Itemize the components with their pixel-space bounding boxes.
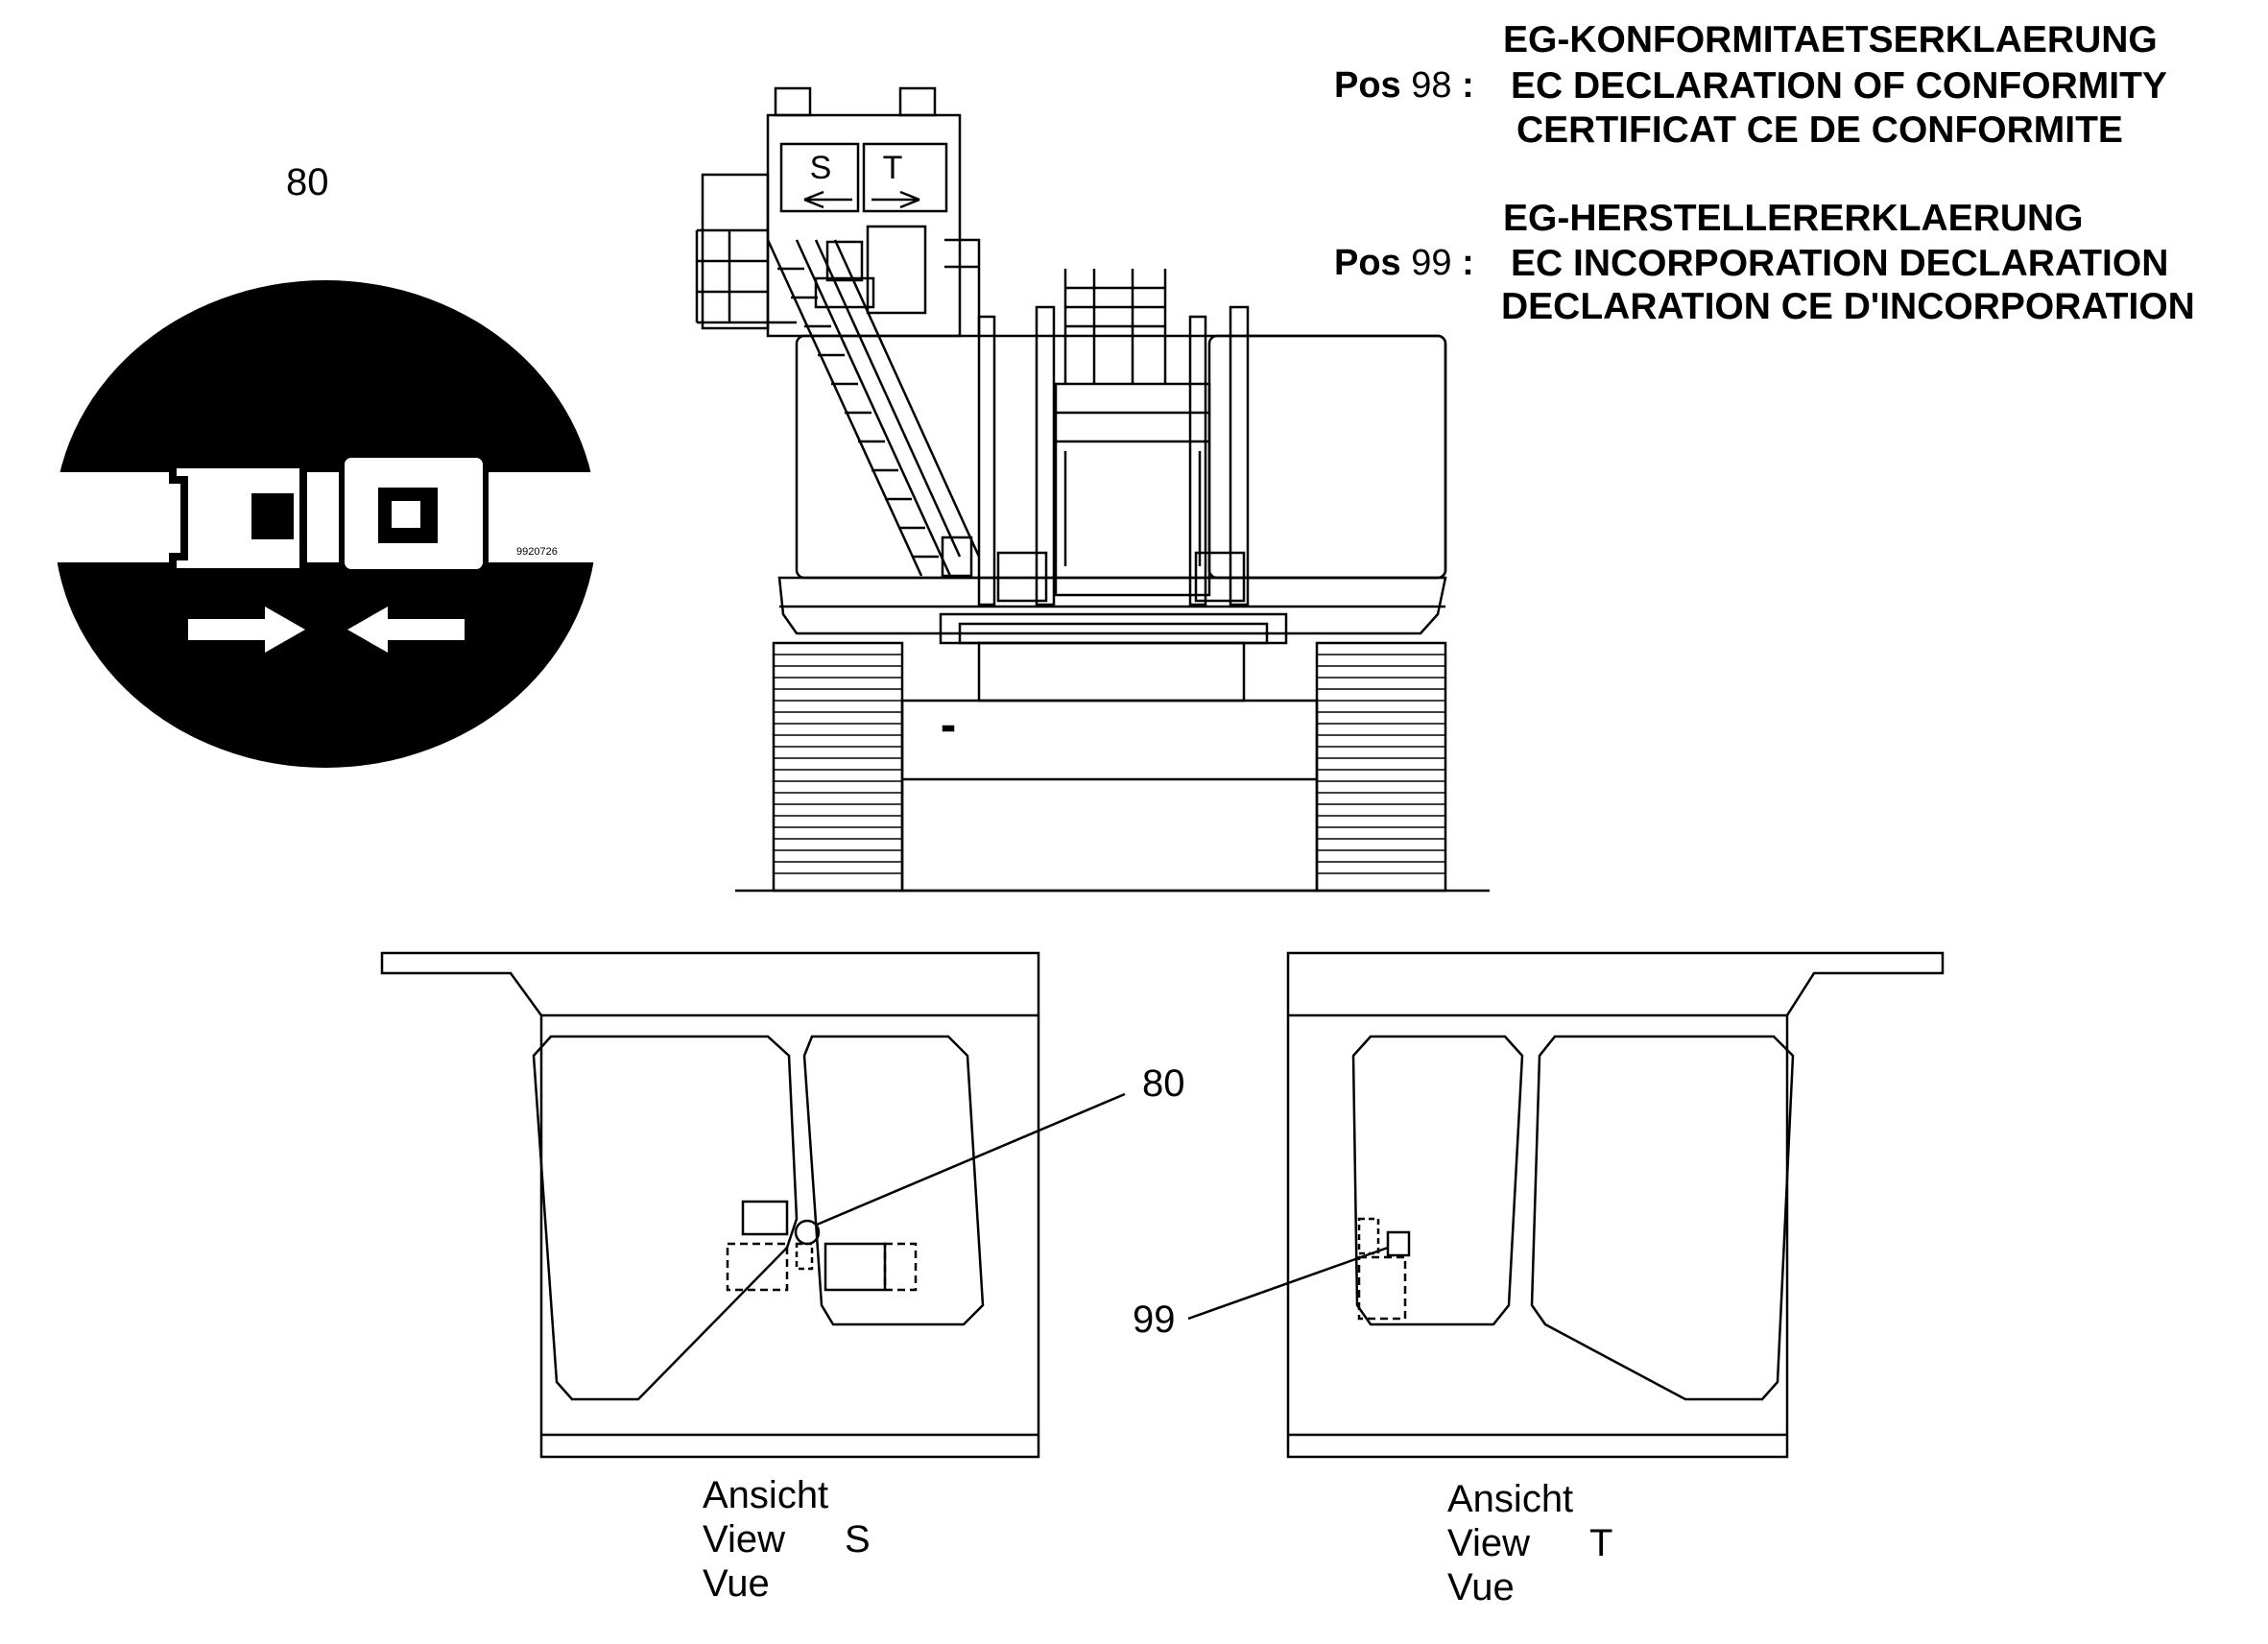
sticker-code: 9920726 [516,546,558,558]
declaration-line: EG-HERSTELLERERKLAERUNG [1503,198,2084,239]
view-s-callout: 80 [1142,1062,1185,1105]
pos-separator: : [1462,65,1474,106]
declaration-line: EG-KONFORMITAETSERKLAERUNG [1503,19,2158,60]
pos-prefix: Pos [1334,243,1401,283]
declaration-line: DECLARATION CE D'INCORPORATION [1501,286,2195,327]
machine-front-view [695,86,1490,893]
view-t-panel [1187,951,1945,1459]
pos-prefix: Pos [1334,65,1401,106]
declaration-line: EC DECLARATION OF CONFORMITY [1511,65,2167,107]
caption-letter: T [1589,1522,1613,1564]
declaration-line: CERTIFICAT CE DE CONFORMITE [1516,109,2123,151]
caption-line: Ansicht [1447,1478,1574,1520]
pos99-prefix: Pos 99 : [1334,245,1474,281]
view-s-panel [380,951,1126,1459]
pos98-prefix: Pos 98 : [1334,67,1474,104]
pos-number: 98 [1411,65,1452,106]
caption-line: View [1447,1522,1530,1564]
sticker-label: 80 [286,161,329,203]
caption-line: Ansicht [703,1474,829,1516]
caption-line: Vue [1447,1566,1515,1608]
caption-line: Vue [703,1562,770,1605]
caption-letter: S [845,1518,871,1561]
view-t-callout: 99 [1133,1299,1176,1341]
pos-separator: : [1462,243,1474,283]
caption-line: View [703,1518,785,1561]
seatbelt-sticker: 9920726 [54,280,597,768]
pos-number: 99 [1411,243,1452,283]
declaration-line: EC INCORPORATION DECLARATION [1511,243,2169,284]
cab-letter-s: S [810,150,832,186]
cab-letter-t: T [883,150,903,186]
